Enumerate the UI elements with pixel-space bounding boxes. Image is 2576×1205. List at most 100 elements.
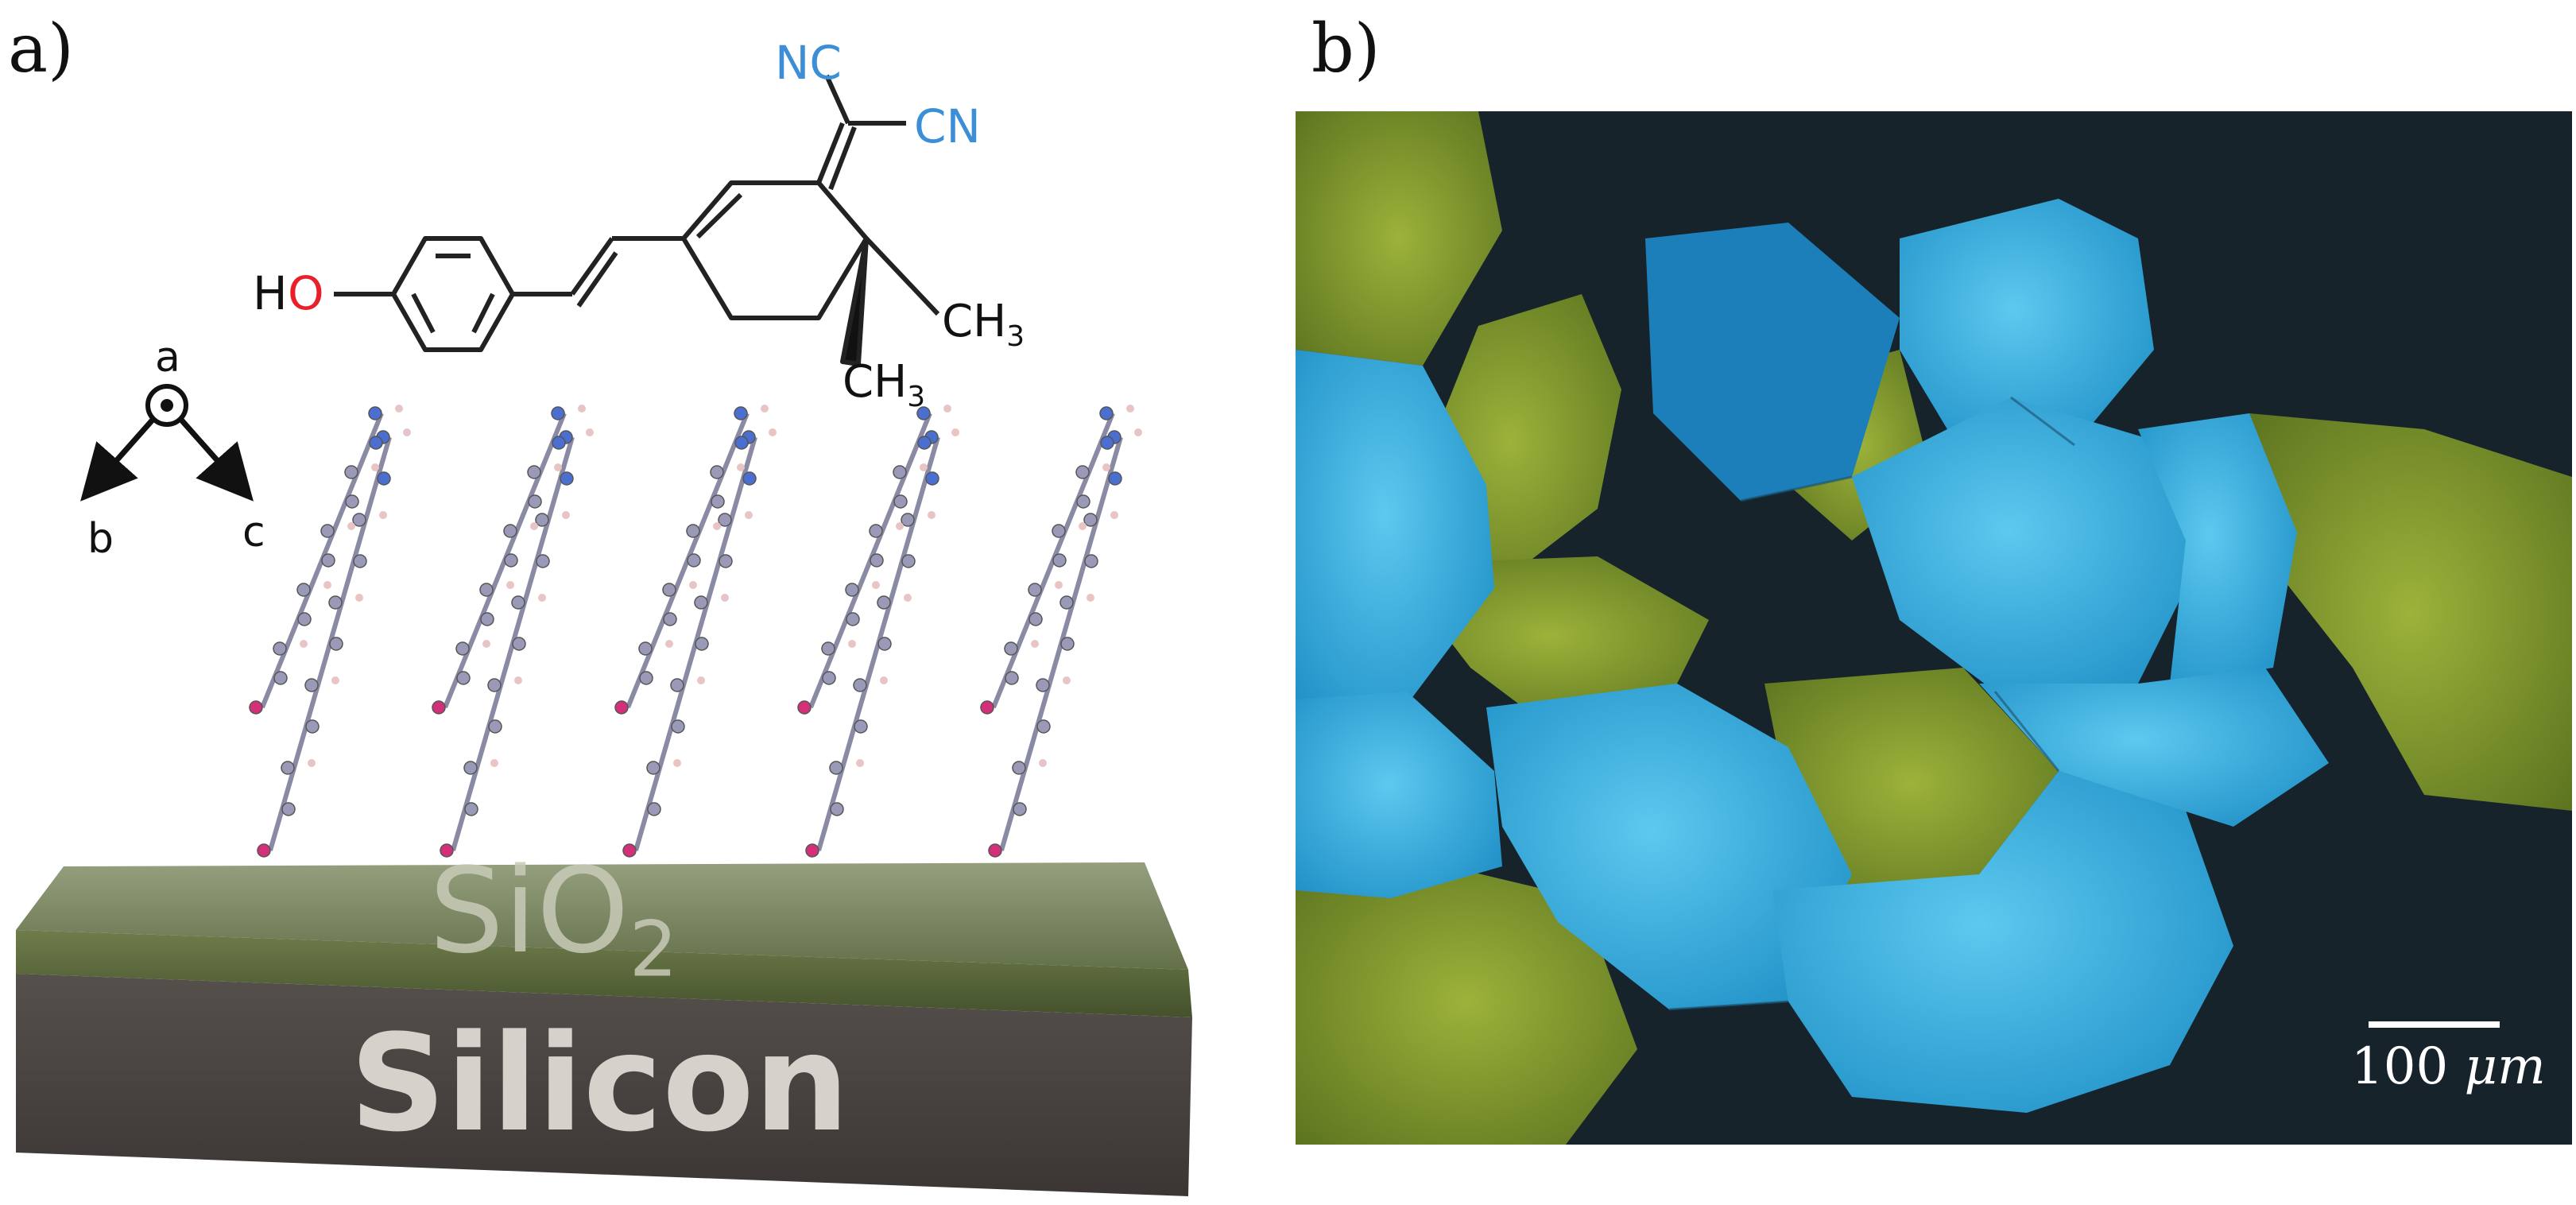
panel-a-label: a) xyxy=(8,10,74,87)
crystal-atom xyxy=(614,700,629,715)
crystal-atom xyxy=(512,637,526,651)
crystal-atom xyxy=(273,671,288,685)
crystal-atom xyxy=(742,471,757,486)
crystal-hydrogen xyxy=(904,594,912,602)
molecule-structure xyxy=(334,74,940,366)
crystal-atom xyxy=(353,554,367,568)
crystal-atom xyxy=(854,719,868,734)
crystal-atom xyxy=(822,671,836,685)
crystal-hydrogen xyxy=(308,759,316,767)
crystal-atom xyxy=(1059,595,1074,610)
crystal-atom xyxy=(305,719,320,734)
crystal-atom xyxy=(463,761,478,775)
crystal-atom xyxy=(368,406,382,420)
crystal-atom xyxy=(464,802,478,816)
crystal-atom xyxy=(369,436,383,450)
crystal-hydrogen xyxy=(872,581,880,589)
crystal-hydrogen xyxy=(1126,405,1134,413)
crystal-axes-icon xyxy=(80,384,254,502)
crystal-atom xyxy=(719,554,733,568)
crystal-atom xyxy=(647,802,661,816)
crystal-hydrogen xyxy=(1079,522,1087,530)
crystal-hydrogen xyxy=(1110,511,1118,519)
crystal-atom xyxy=(901,513,915,527)
crystal-atom xyxy=(830,802,844,816)
crystal-atom xyxy=(329,637,343,651)
crystal-hydrogen xyxy=(713,522,721,530)
crystal-atom xyxy=(281,802,296,816)
crystal-hydrogen xyxy=(665,640,673,648)
crystal-atom xyxy=(893,494,908,509)
axis-a-label: a xyxy=(155,334,180,382)
crystal-atom xyxy=(1060,637,1075,651)
crystal-atom xyxy=(321,553,335,568)
methyl-1-subscript: 3 xyxy=(1006,320,1025,354)
crystal-atom xyxy=(296,583,311,597)
crystal-hydrogen xyxy=(856,759,864,767)
crystal-hydrogen xyxy=(737,463,745,471)
crystal-hydrogen xyxy=(554,463,562,471)
crystal-atom xyxy=(925,471,939,486)
crystal-hydrogen xyxy=(1063,676,1071,684)
crystal-atom xyxy=(1100,436,1114,450)
crystal-atom xyxy=(352,513,366,527)
crystal-hydrogen xyxy=(578,405,586,413)
crystal-hydrogen xyxy=(355,594,363,602)
crystal-atom xyxy=(479,583,494,597)
crystal-atom xyxy=(671,719,685,734)
methyl-2-text: CH xyxy=(843,356,908,408)
crystal-atom xyxy=(869,524,883,538)
crystal-atom xyxy=(503,524,517,538)
crystal-atom xyxy=(1028,583,1042,597)
methyl-1-text: CH xyxy=(942,296,1007,347)
crystal-hydrogen xyxy=(490,759,498,767)
crystal-hydrogen xyxy=(331,676,339,684)
methyl-2-subscript: 3 xyxy=(907,381,926,414)
crystal-atom xyxy=(870,553,884,568)
methyl-1-label: CH3 xyxy=(942,296,1025,353)
crystal-atom xyxy=(853,678,867,692)
crystal-atom xyxy=(710,465,724,479)
nitrile-nc-label: NC xyxy=(775,36,842,90)
crystal-atom xyxy=(257,843,271,858)
crystal-atom xyxy=(734,436,749,450)
scale-bar-value: 100 xyxy=(2351,1037,2449,1096)
crystal-atom xyxy=(504,553,518,568)
crystal-hydrogen xyxy=(951,428,959,436)
crystal-atom xyxy=(1013,802,1027,816)
crystal-hydrogen xyxy=(371,463,379,471)
crystal-atom xyxy=(695,637,709,651)
crystal-hydrogen xyxy=(506,581,514,589)
oxide-label: SiO2 xyxy=(429,843,678,994)
silicon-label: Silicon xyxy=(350,1005,850,1161)
crystal-atom xyxy=(988,843,1002,858)
crystal-hydrogen xyxy=(943,405,951,413)
crystal-atom xyxy=(638,641,653,656)
crystal-hydrogen xyxy=(379,511,387,519)
crystal-hydrogen xyxy=(697,676,705,684)
nitrile-cn-label: CN xyxy=(914,99,981,153)
crystal-atom xyxy=(273,641,287,656)
crystal-hydrogen xyxy=(347,522,355,530)
crystal-atom xyxy=(662,583,676,597)
crystal-atom xyxy=(511,595,525,610)
crystal-atom xyxy=(344,465,358,479)
crystal-atom xyxy=(432,700,446,715)
crystal-hydrogen xyxy=(1055,581,1063,589)
crystal-hydrogen xyxy=(1039,759,1047,767)
crystal-atom xyxy=(845,583,859,597)
spherulite-micrograph xyxy=(1296,111,2572,1145)
crystal-hydrogen xyxy=(880,676,888,684)
crystal-atom xyxy=(560,471,574,486)
crystal-atom xyxy=(1004,641,1018,656)
crystal-atom xyxy=(1076,494,1090,509)
crystal-hydrogen xyxy=(403,428,411,436)
crystal-atom xyxy=(1075,465,1090,479)
crystal-hydrogen xyxy=(1087,594,1094,602)
crystal-atom xyxy=(1052,553,1067,568)
crystal-atom xyxy=(1012,761,1026,775)
panel-b-label: b) xyxy=(1311,10,1381,87)
crystal-atom xyxy=(249,700,263,715)
crystal-atom xyxy=(687,553,701,568)
crystal-hydrogen xyxy=(586,428,594,436)
